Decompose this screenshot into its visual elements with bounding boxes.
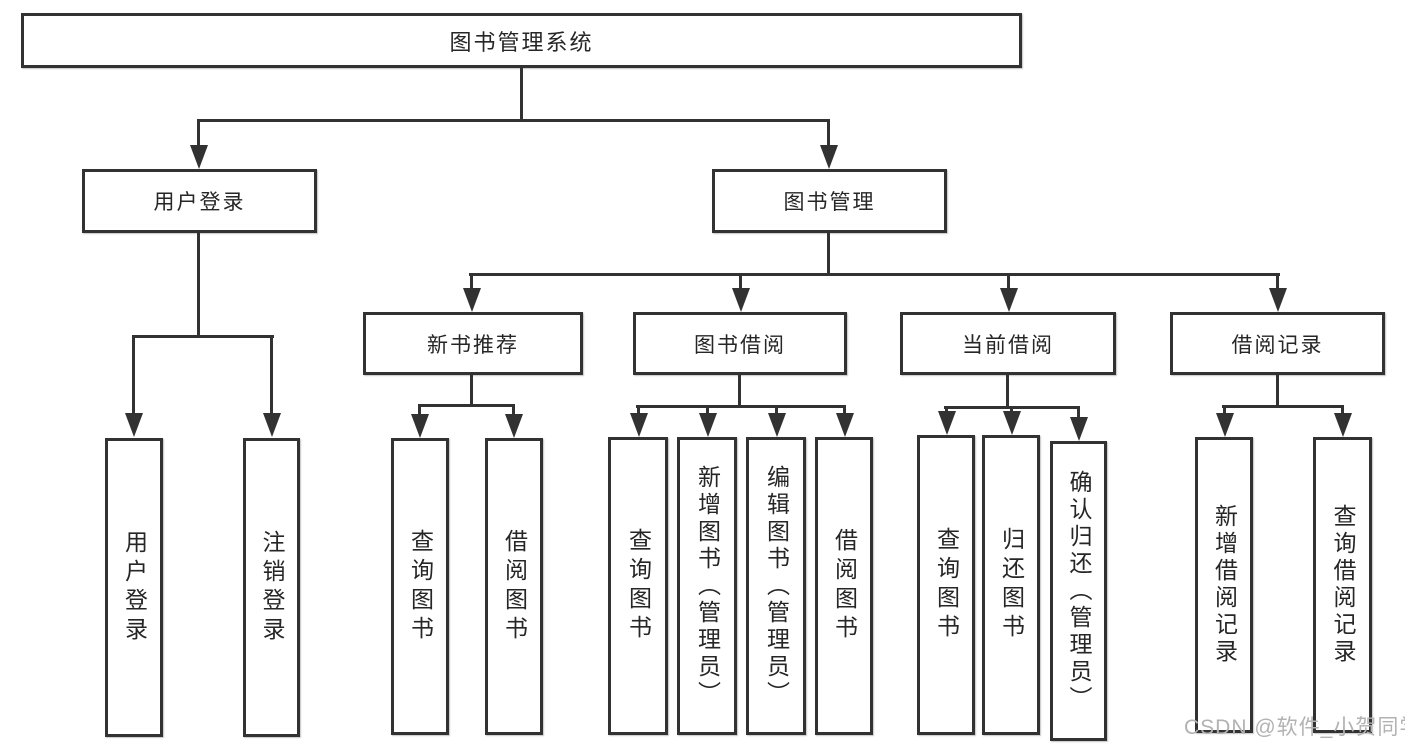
connector-drop-leaf bbox=[706, 405, 709, 417]
leaf-label: 新增图书（管理员） bbox=[694, 464, 721, 708]
node-borrow-records: 借阅记录 bbox=[1170, 312, 1385, 375]
connector-drop-book-borrowing bbox=[739, 273, 742, 291]
node-root-library-system: 图书管理系统 bbox=[21, 13, 1022, 68]
connector-level3-rail bbox=[469, 273, 1280, 276]
arrow-down-icon bbox=[699, 413, 717, 437]
connector-drop-leaf bbox=[843, 405, 846, 417]
arrow-down-icon bbox=[630, 413, 648, 437]
connector-current-borrowing-stem bbox=[1006, 375, 1009, 408]
arrow-down-icon bbox=[1000, 288, 1018, 312]
node-label: 图书管理 bbox=[783, 191, 876, 214]
arrow-down-icon bbox=[820, 145, 838, 169]
arrow-down-icon bbox=[1003, 411, 1021, 435]
leaf-label: 查询图书 bbox=[625, 528, 652, 644]
leaf-label: 查询图书 bbox=[407, 528, 434, 645]
connector-drop-leaf bbox=[132, 335, 135, 415]
leaf-query-books-recommend: 查询图书 bbox=[391, 438, 449, 735]
connector-book-borrowing-stem bbox=[738, 375, 741, 407]
connector-level2-rail bbox=[197, 119, 830, 122]
arrow-down-icon bbox=[1070, 417, 1088, 441]
arrow-down-icon bbox=[1269, 288, 1287, 312]
node-label: 图书借阅 bbox=[694, 333, 786, 357]
arrow-down-icon bbox=[125, 413, 143, 437]
connector-drop-leaf bbox=[512, 404, 515, 418]
csdn-watermark: CSDN @软件_小贺同学 bbox=[1184, 716, 1405, 739]
leaf-query-borrow-record: 查询借阅记录 bbox=[1313, 437, 1372, 733]
arrow-down-icon bbox=[190, 145, 208, 169]
node-current-borrowing: 当前借阅 bbox=[900, 312, 1116, 375]
leaf-label: 注销登录 bbox=[259, 529, 285, 646]
connector-new-book-rail bbox=[418, 404, 515, 407]
arrow-down-icon bbox=[938, 411, 956, 435]
leaf-label: 新增借阅记录 bbox=[1211, 504, 1238, 666]
connector-drop-leaf bbox=[1077, 406, 1080, 420]
connector-drop-new-book bbox=[470, 273, 473, 291]
connector-drop-leaf bbox=[637, 405, 640, 417]
leaf-query-books-borrowing: 查询图书 bbox=[608, 437, 668, 735]
connector-drop-leaf bbox=[775, 405, 778, 417]
node-label: 图书管理系统 bbox=[449, 29, 594, 55]
connector-drop-user-login bbox=[197, 119, 200, 151]
leaf-label: 借阅图书 bbox=[831, 528, 858, 644]
arrow-down-icon bbox=[768, 413, 786, 437]
leaf-label: 编辑图书（管理员） bbox=[763, 464, 790, 708]
arrow-down-icon bbox=[1216, 413, 1234, 437]
leaf-return-books: 归还图书 bbox=[982, 435, 1040, 735]
node-label: 用户登录 bbox=[153, 191, 246, 214]
leaf-user-login: 用户登录 bbox=[105, 438, 163, 737]
arrow-down-icon bbox=[505, 414, 523, 438]
leaf-edit-books-admin: 编辑图书（管理员） bbox=[746, 437, 806, 735]
leaf-add-borrow-record: 新增借阅记录 bbox=[1195, 437, 1253, 733]
node-user-login: 用户登录 bbox=[82, 169, 317, 233]
connector-drop-leaf bbox=[1341, 405, 1344, 417]
node-book-management: 图书管理 bbox=[712, 169, 947, 233]
arrow-down-icon bbox=[463, 288, 481, 312]
leaf-label: 查询借阅记录 bbox=[1330, 504, 1356, 666]
connector-root-stem bbox=[520, 68, 523, 121]
node-label: 借阅记录 bbox=[1231, 333, 1324, 357]
arrow-down-icon bbox=[1334, 413, 1352, 437]
leaf-borrow-books: 借阅图书 bbox=[815, 437, 873, 735]
connector-drop-leaf bbox=[418, 404, 421, 418]
leaf-logout: 注销登录 bbox=[243, 438, 300, 737]
connector-user-login-rail bbox=[132, 335, 274, 338]
leaf-add-books-admin: 新增图书（管理员） bbox=[677, 437, 737, 735]
connector-drop-leaf bbox=[270, 335, 273, 415]
node-label: 当前借阅 bbox=[962, 333, 1054, 357]
leaf-borrow-books-recommend: 借阅图书 bbox=[485, 438, 543, 735]
connector-drop-current-borrowing bbox=[1007, 273, 1010, 291]
leaf-confirm-return-admin: 确认归还（管理员） bbox=[1050, 441, 1107, 741]
arrow-down-icon bbox=[411, 414, 429, 438]
leaf-label: 用户登录 bbox=[121, 529, 148, 646]
node-new-book-recommend: 新书推荐 bbox=[363, 312, 583, 375]
leaf-label: 借阅图书 bbox=[501, 528, 528, 645]
connector-book-borrowing-rail bbox=[636, 405, 846, 408]
node-book-borrowing: 图书借阅 bbox=[633, 312, 847, 375]
connector-borrow-records-rail bbox=[1222, 405, 1343, 408]
arrow-down-icon bbox=[263, 413, 281, 437]
leaf-query-books-current: 查询图书 bbox=[917, 435, 975, 735]
node-label: 新书推荐 bbox=[427, 333, 519, 357]
arrow-down-icon bbox=[732, 288, 750, 312]
leaf-label: 查询图书 bbox=[933, 527, 960, 643]
leaf-label: 归还图书 bbox=[998, 527, 1025, 643]
connector-new-book-stem bbox=[470, 375, 473, 406]
connector-borrow-records-stem bbox=[1276, 375, 1279, 407]
arrow-down-icon bbox=[836, 413, 854, 437]
connector-book-management-stem bbox=[827, 233, 830, 276]
connector-drop-leaf bbox=[1223, 405, 1226, 417]
leaf-label: 确认归还（管理员） bbox=[1066, 469, 1092, 713]
connector-drop-book-management bbox=[827, 119, 830, 151]
connector-user-login-stem bbox=[197, 233, 200, 337]
connector-drop-borrow-records bbox=[1276, 273, 1279, 291]
